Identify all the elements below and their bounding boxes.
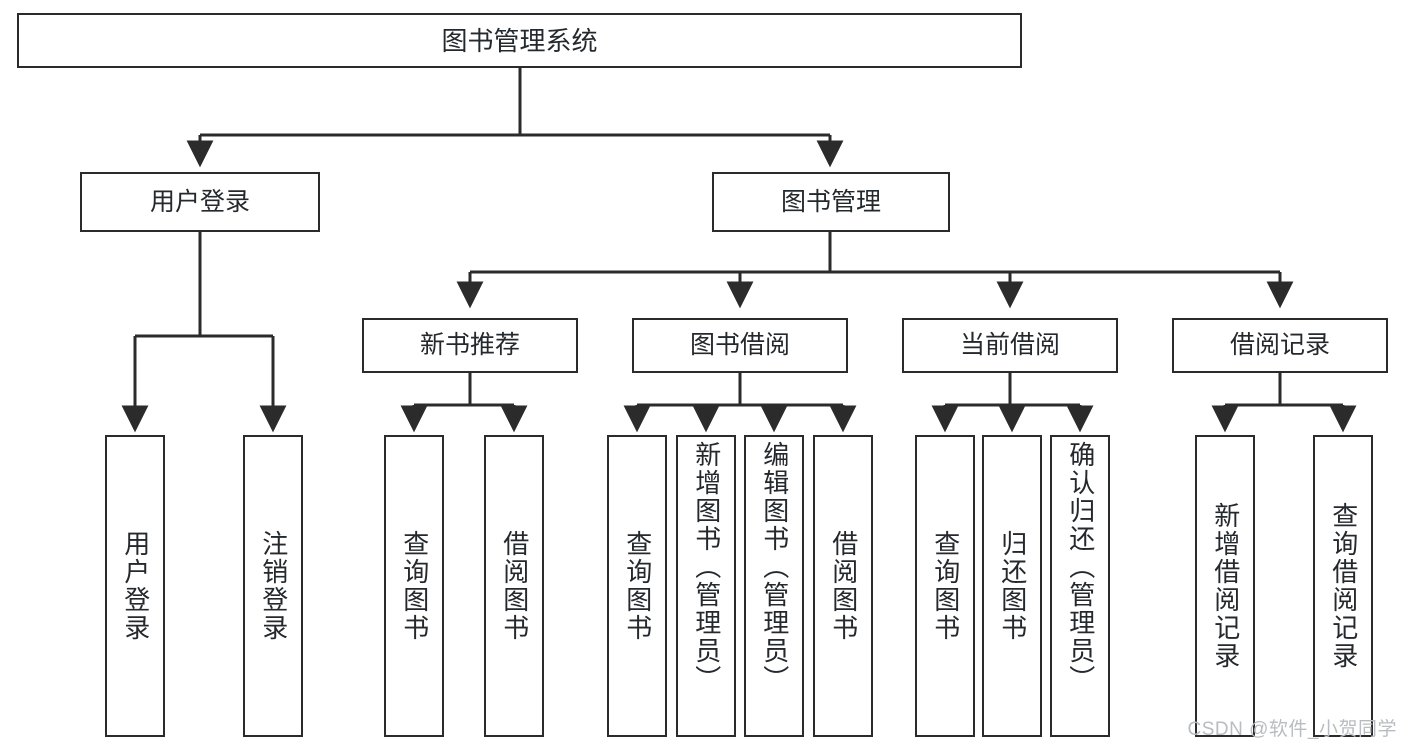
node-current-borrow-label: 当前借阅 bbox=[959, 331, 1060, 359]
node-root-system[interactable]: 图书管理系统 bbox=[17, 13, 1022, 68]
node-root-label: 图书管理系统 bbox=[441, 25, 598, 56]
leaf-add-book-admin[interactable]: 新增图书（管理员） bbox=[676, 435, 736, 737]
leaf-confirm-return-admin[interactable]: 确认归还（管理员） bbox=[1050, 435, 1110, 737]
leaf-new-book-borrow-label: 借阅图书 bbox=[499, 530, 530, 642]
leaf-new-book-query-label: 查询图书 bbox=[399, 530, 430, 642]
leaf-borrow-book[interactable]: 借阅图书 bbox=[813, 435, 873, 737]
node-book-management-label: 图书管理 bbox=[780, 187, 881, 216]
leaf-edit-book-admin[interactable]: 编辑图书（管理员） bbox=[744, 435, 804, 737]
leaf-query-borrow-record-label: 查询借阅记录 bbox=[1328, 502, 1359, 670]
node-new-book-recommend[interactable]: 新书推荐 bbox=[362, 318, 578, 373]
leaf-new-book-query[interactable]: 查询图书 bbox=[384, 435, 444, 737]
leaf-logout[interactable]: 注销登录 bbox=[243, 435, 303, 737]
leaf-new-book-borrow[interactable]: 借阅图书 bbox=[484, 435, 544, 737]
node-book-borrow-label: 图书借阅 bbox=[689, 331, 790, 359]
leaf-borrow-query-book-label: 查询图书 bbox=[622, 530, 653, 642]
node-book-borrow[interactable]: 图书借阅 bbox=[632, 318, 848, 373]
leaf-current-query-book[interactable]: 查询图书 bbox=[915, 435, 975, 737]
node-borrow-record[interactable]: 借阅记录 bbox=[1172, 318, 1388, 373]
leaf-borrow-query-book[interactable]: 查询图书 bbox=[607, 435, 667, 737]
leaf-return-book-label: 归还图书 bbox=[997, 530, 1028, 642]
leaf-add-borrow-record-label: 新增借阅记录 bbox=[1210, 502, 1241, 670]
leaf-return-book[interactable]: 归还图书 bbox=[982, 435, 1042, 737]
csdn-watermark: CSDN @软件_小贺同学 bbox=[1187, 719, 1397, 740]
node-book-management[interactable]: 图书管理 bbox=[712, 172, 950, 232]
leaf-add-borrow-record[interactable]: 新增借阅记录 bbox=[1195, 435, 1255, 737]
leaf-logout-label: 注销登录 bbox=[258, 530, 289, 642]
leaf-add-book-admin-label: 新增图书（管理员） bbox=[691, 441, 722, 693]
node-current-borrow[interactable]: 当前借阅 bbox=[902, 318, 1118, 373]
node-user-login[interactable]: 用户登录 bbox=[80, 172, 320, 232]
leaf-confirm-return-admin-label: 确认归还（管理员） bbox=[1065, 441, 1096, 693]
leaf-borrow-book-label: 借阅图书 bbox=[828, 530, 859, 642]
leaf-current-query-book-label: 查询图书 bbox=[930, 530, 961, 642]
leaf-user-login-label: 用户登录 bbox=[120, 530, 151, 642]
leaf-user-login[interactable]: 用户登录 bbox=[105, 435, 165, 737]
node-new-book-recommend-label: 新书推荐 bbox=[419, 331, 520, 359]
node-user-login-label: 用户登录 bbox=[149, 187, 250, 216]
leaf-query-borrow-record[interactable]: 查询借阅记录 bbox=[1313, 435, 1373, 737]
leaf-edit-book-admin-label: 编辑图书（管理员） bbox=[759, 441, 790, 693]
node-borrow-record-label: 借阅记录 bbox=[1229, 331, 1330, 359]
